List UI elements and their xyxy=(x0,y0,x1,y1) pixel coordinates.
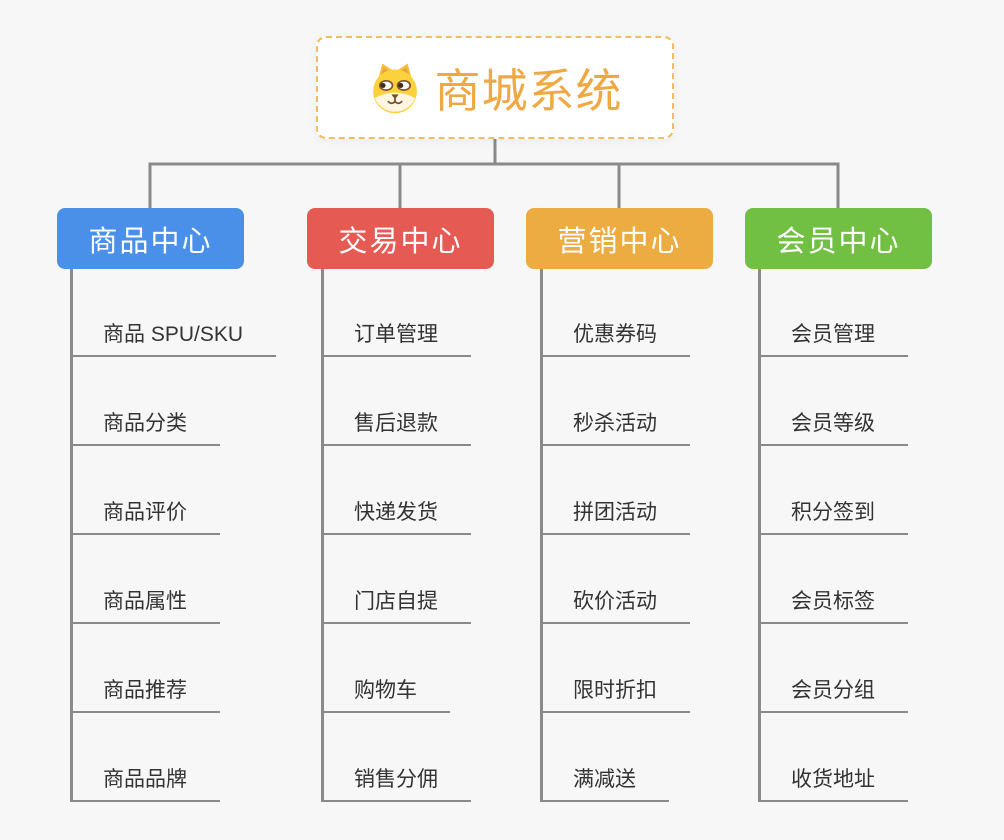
leaf-node[interactable]: 门店自提 xyxy=(321,584,471,624)
branch-spine xyxy=(70,269,73,801)
branch-header-member-center[interactable]: 会员中心 xyxy=(745,208,932,269)
leaf-node[interactable]: 积分签到 xyxy=(758,495,908,535)
leaf-node[interactable]: 秒杀活动 xyxy=(540,406,690,446)
branch-spine xyxy=(758,269,761,801)
branch-header-trade-center[interactable]: 交易中心 xyxy=(307,208,494,269)
leaf-node[interactable]: 订单管理 xyxy=(321,317,471,357)
tree-connector-path xyxy=(148,139,840,209)
leaf-node[interactable]: 销售分佣 xyxy=(321,762,471,802)
leaf-node[interactable]: 商品 SPU/SKU xyxy=(70,317,277,357)
leaf-node[interactable]: 会员管理 xyxy=(758,317,908,357)
branch-spine xyxy=(321,269,324,801)
root-title: 商城系统 xyxy=(434,64,623,117)
leaf-node[interactable]: 商品分类 xyxy=(70,406,220,446)
leaf-node[interactable]: 满减送 xyxy=(540,762,669,802)
leaf-node[interactable]: 商品评价 xyxy=(70,495,220,535)
leaf-node[interactable]: 拼团活动 xyxy=(540,495,690,535)
root-node[interactable]: 商城系统 xyxy=(316,36,674,139)
leaf-node[interactable]: 售后退款 xyxy=(321,406,471,446)
leaf-node[interactable]: 会员分组 xyxy=(758,673,908,713)
leaf-node[interactable]: 商品属性 xyxy=(70,584,220,624)
leaf-node[interactable]: 快递发货 xyxy=(321,495,471,535)
leaf-node[interactable]: 商品品牌 xyxy=(70,762,220,802)
leaf-node[interactable]: 会员等级 xyxy=(758,406,908,446)
branch-header-marketing-center[interactable]: 营销中心 xyxy=(526,208,713,269)
leaf-node[interactable]: 砍价活动 xyxy=(540,584,690,624)
branch-spine xyxy=(540,269,543,801)
leaf-node[interactable]: 会员标签 xyxy=(758,584,908,624)
dog-face-icon xyxy=(368,61,422,115)
leaf-node[interactable]: 购物车 xyxy=(321,673,450,713)
leaf-node[interactable]: 限时折扣 xyxy=(540,673,690,713)
leaf-node[interactable]: 优惠券码 xyxy=(540,317,690,357)
branch-header-product-center[interactable]: 商品中心 xyxy=(57,208,244,269)
leaf-node[interactable]: 商品推荐 xyxy=(70,673,220,713)
leaf-node[interactable]: 收货地址 xyxy=(758,762,908,802)
